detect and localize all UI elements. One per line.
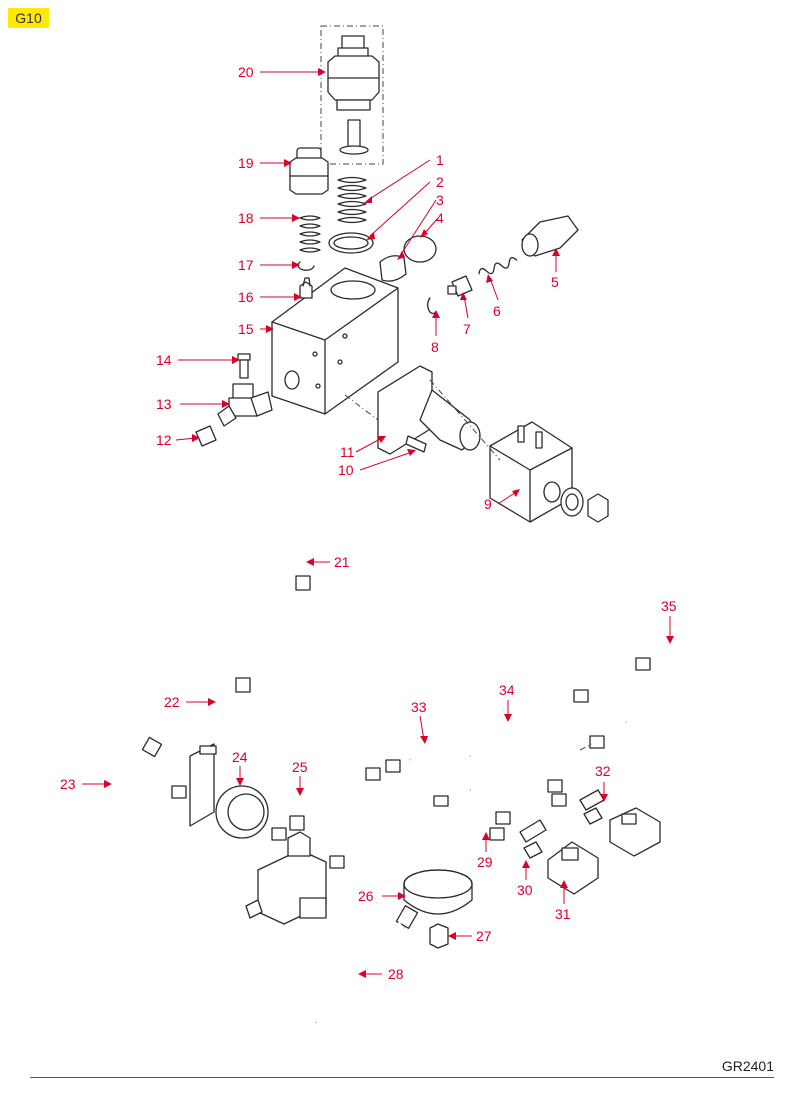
callout-31: 31: [555, 906, 571, 922]
callout-8: 8: [431, 339, 439, 355]
callout-28: 28: [388, 966, 404, 982]
bottom-rule: [30, 1077, 774, 1078]
callout-numbers: 1 2 3 4 5 6 7 8 9 10 11 12 13 14 15 16 1…: [60, 64, 677, 982]
drawing-code: GR2401: [721, 1058, 774, 1074]
spring-part: [337, 176, 367, 224]
valve-body-part: [271, 267, 399, 415]
callout-6: 6: [493, 303, 501, 319]
pressure-switch-part: [327, 35, 380, 155]
callout-13: 13: [156, 396, 172, 412]
callout-29: 29: [477, 854, 493, 870]
callout-26: 26: [358, 888, 374, 904]
callout-21: 21: [334, 554, 350, 570]
callout-12: 12: [156, 432, 172, 448]
callout-27: 27: [476, 928, 492, 944]
callout-23: 23: [60, 776, 76, 792]
callout-18: 18: [238, 210, 254, 226]
callout-9: 9: [484, 496, 492, 512]
callout-3: 3: [436, 192, 444, 208]
callout-1: 1: [436, 152, 444, 168]
plug-part: [289, 147, 329, 195]
callout-20: 20: [238, 64, 254, 80]
lower-assembly: [102, 528, 694, 1025]
solenoid-base-part: [377, 365, 481, 455]
callout-5: 5: [551, 274, 559, 290]
page-tag: G10: [8, 8, 49, 28]
upper-assembly: [195, 25, 609, 523]
callout-11: 11: [340, 444, 355, 460]
ring-part: [328, 232, 374, 254]
callout-33: 33: [411, 699, 427, 715]
tee-fitting-part: [217, 383, 273, 427]
callout-15: 15: [238, 321, 254, 337]
callout-25: 25: [292, 759, 308, 775]
callout-10: 10: [338, 462, 354, 478]
callout-24: 24: [232, 749, 248, 765]
callout-30: 30: [517, 882, 533, 898]
callout-35: 35: [661, 598, 677, 614]
callout-16: 16: [238, 289, 254, 305]
leader-lines: [82, 68, 674, 978]
callout-34: 34: [499, 682, 515, 698]
callout-2: 2: [436, 174, 444, 190]
callout-4: 4: [436, 210, 444, 226]
callout-22: 22: [164, 694, 180, 710]
callout-14: 14: [156, 352, 172, 368]
callout-32: 32: [595, 763, 611, 779]
callout-19: 19: [238, 155, 254, 171]
small-spring-part: [299, 215, 321, 253]
callout-7: 7: [463, 321, 471, 337]
callout-17: 17: [238, 257, 254, 273]
coil-part: [489, 421, 573, 523]
